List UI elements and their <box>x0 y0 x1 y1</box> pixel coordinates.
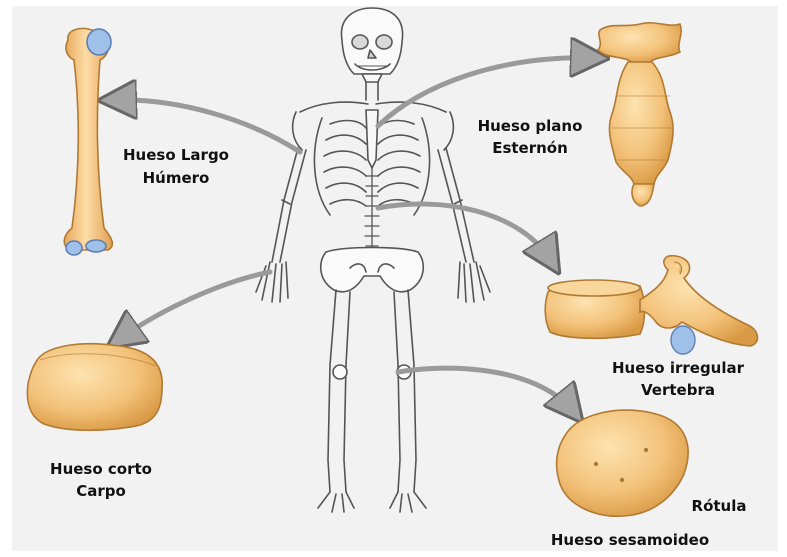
skull <box>341 8 402 82</box>
label-hueso-irregular: Hueso irregular <box>596 358 760 378</box>
label-hueso-sesamoideo: Hueso sesamoideo <box>540 530 720 550</box>
label-rotula: Rótula <box>684 496 754 516</box>
label-humero: Húmero <box>116 168 236 188</box>
label-vertebra: Vertebra <box>596 380 760 400</box>
label-esternon: Esternón <box>468 138 592 158</box>
label-hueso-largo: Hueso Largo <box>116 145 236 165</box>
carpal-bone <box>27 344 162 431</box>
label-carpo: Carpo <box>38 481 164 501</box>
label-hueso-plano: Hueso plano <box>468 116 592 136</box>
label-hueso-corto: Hueso corto <box>38 459 164 479</box>
sternum <box>366 110 378 168</box>
vertebra-disc <box>671 326 695 354</box>
